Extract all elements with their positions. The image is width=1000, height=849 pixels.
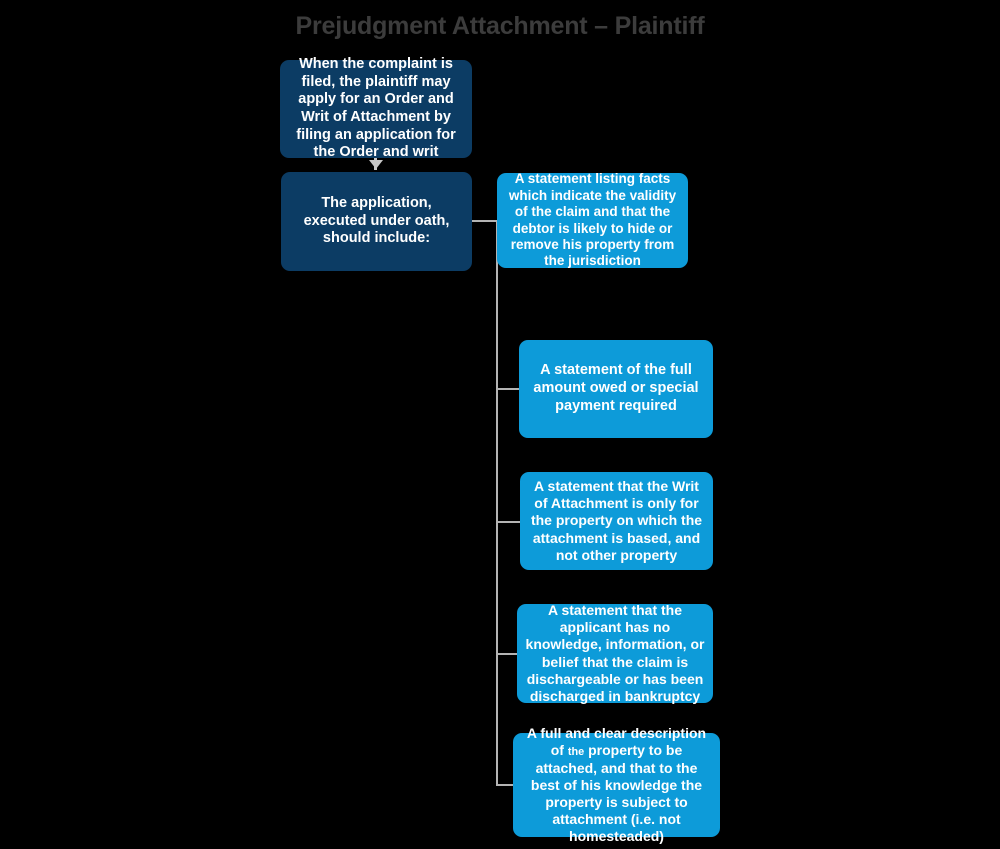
node-complaint-filed-text: When the complaint is filed, the plainti… [296,55,456,161]
node-statement-writ-scope[interactable]: A statement that the Writ of Attachment … [520,472,713,570]
node-statement-validity-facts-text: A statement listing facts which indicate… [508,171,677,269]
connector-branch-2 [496,388,520,390]
node-property-description[interactable]: A full and clear description of the prop… [513,725,720,844]
node-statement-writ-scope-text: A statement that the Writ of Attachment … [530,478,703,563]
node-property-description-small-word: the [567,746,585,759]
node-statement-bankruptcy-text: A statement that the applicant has no kn… [525,602,705,704]
arrow-down-icon [369,160,383,169]
node-statement-validity-facts[interactable]: A statement listing facts which indicate… [497,171,688,269]
connector-stub-from-application [472,220,498,222]
node-property-description-text: A full and clear description of the prop… [520,725,713,845]
node-statement-bankruptcy[interactable]: A statement that the applicant has no kn… [517,602,713,704]
node-property-description-part1: A full and clear description of [526,725,707,759]
node-statement-amount-owed-text: A statement of the full amount owed or s… [533,362,699,414]
node-complaint-filed[interactable]: When the complaint is filed, the plainti… [280,56,472,160]
connector-branch-3 [496,521,520,523]
node-application-requirements[interactable]: The application, executed under oath, sh… [281,172,472,271]
node-application-requirements-text: The application, executed under oath, sh… [303,194,450,247]
page-title: Prejudgment Attachment – Plaintiff [295,12,705,40]
connector-trunk [496,221,498,785]
node-property-description-part2: property to be attached, and that to the… [530,742,703,844]
node-statement-amount-owed[interactable]: A statement of the full amount owed or s… [519,340,713,438]
connector-branch-4 [496,653,518,655]
connector-branch-5 [496,784,514,786]
